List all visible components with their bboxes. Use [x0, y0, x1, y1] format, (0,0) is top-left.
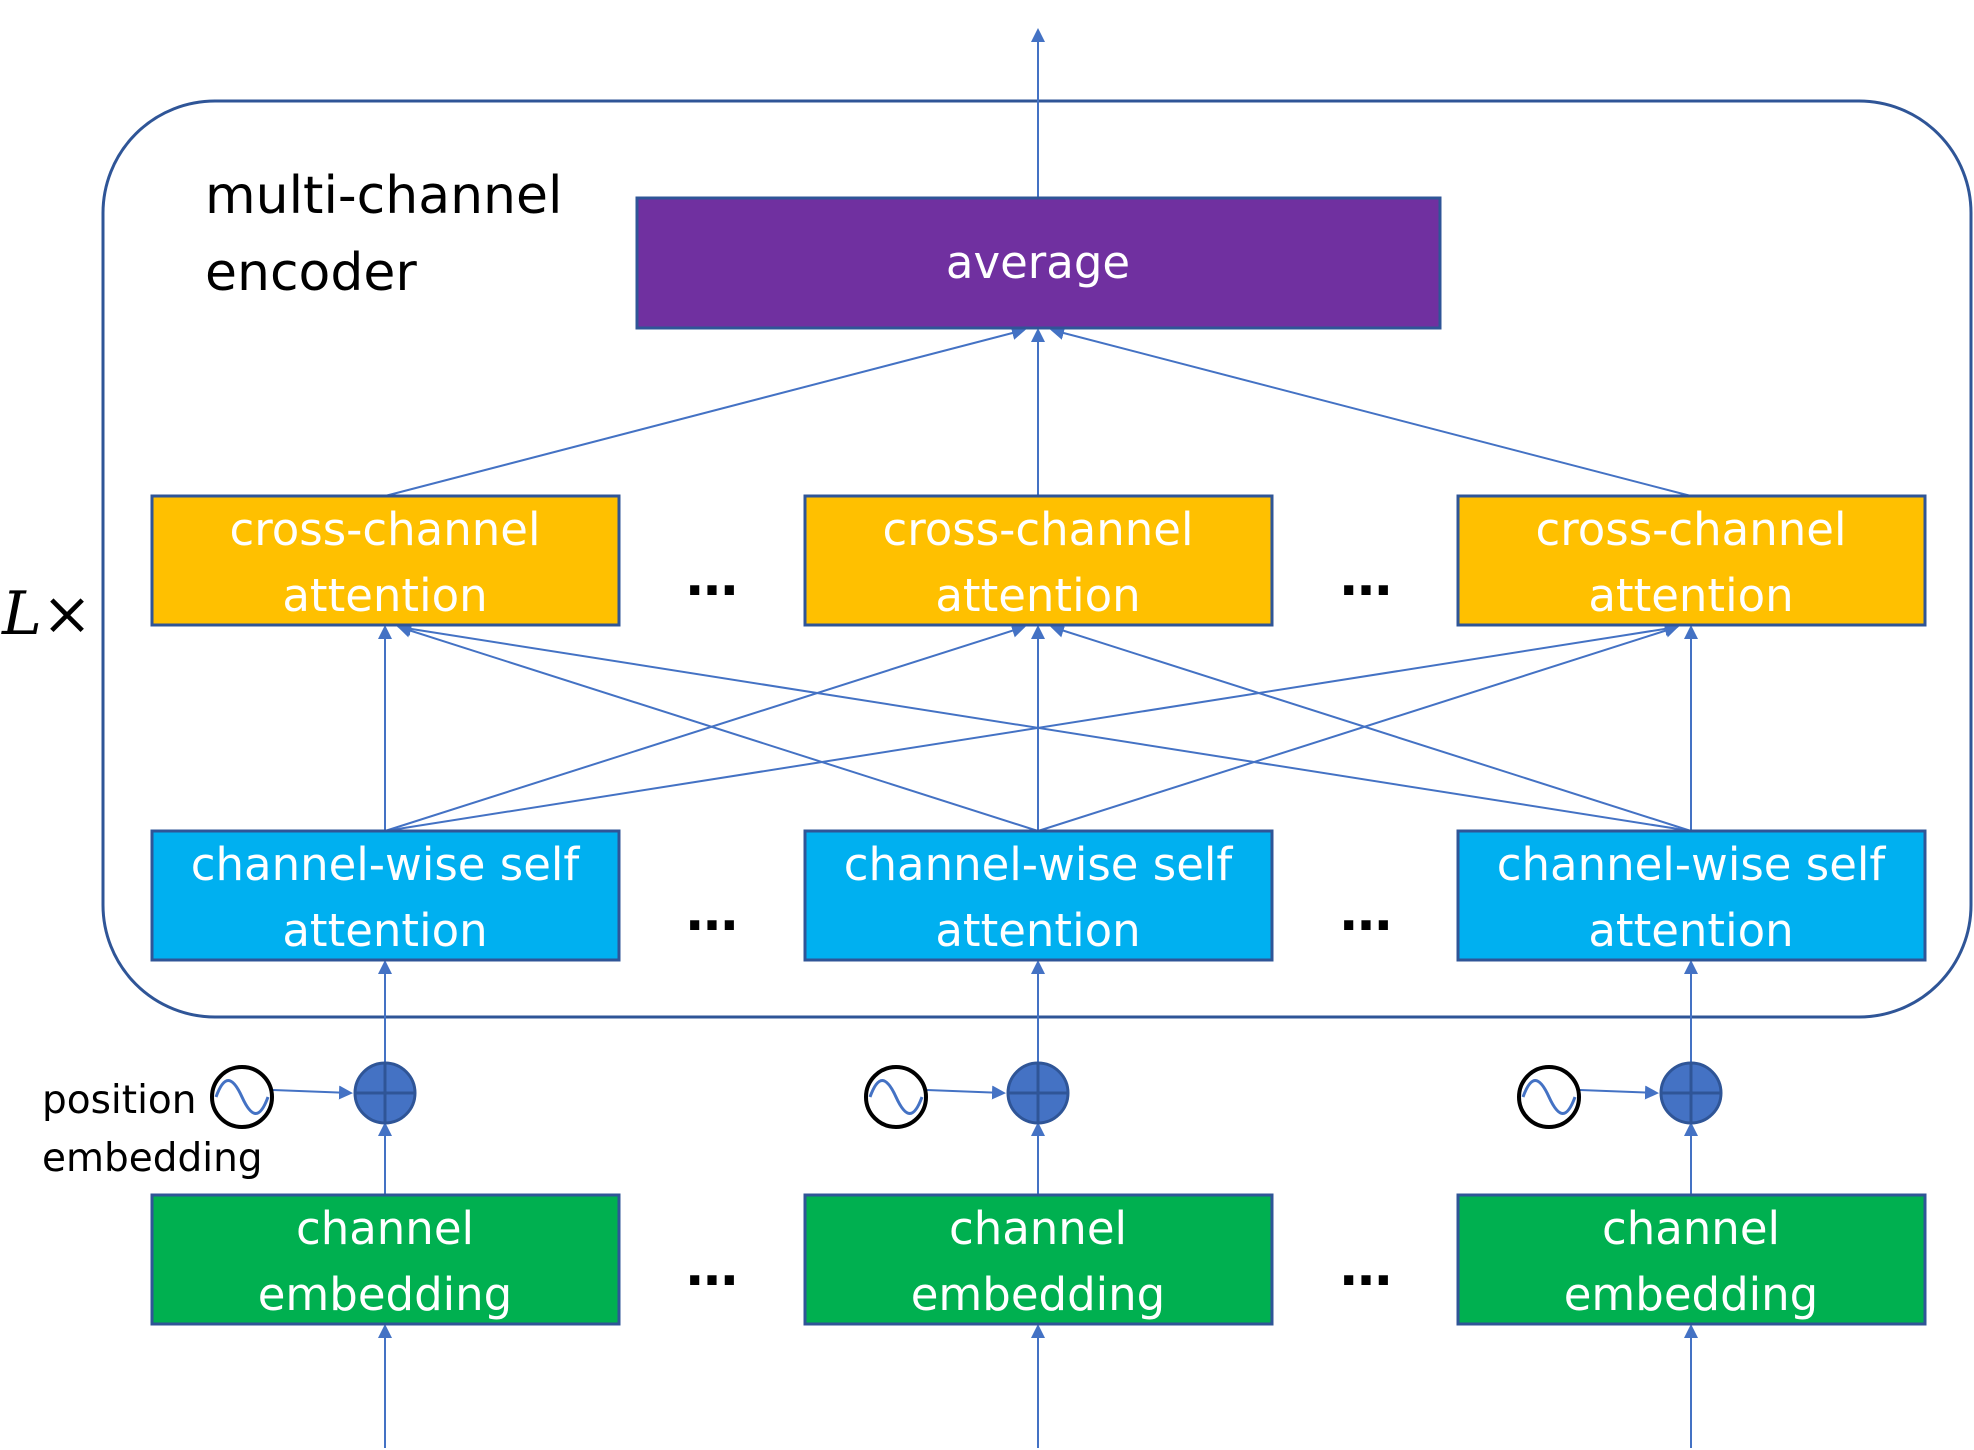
- embed-label-3-line2: embedding: [1564, 1268, 1819, 1321]
- cross-box-3: [1456, 494, 1927, 627]
- connectors: [272, 28, 1698, 1448]
- channel-embedding-block-3: channel embedding: [1456, 1193, 1927, 1326]
- cross-label-3-line2: attention: [1588, 569, 1793, 622]
- self-label-1-line1: channel-wise self: [191, 838, 581, 891]
- sine1-to-plus1: [272, 1085, 353, 1100]
- self-label-3-line1: channel-wise self: [1497, 838, 1887, 891]
- position-embedding-label-line2: embedding: [42, 1136, 263, 1181]
- embed-box-3: [1456, 1193, 1927, 1326]
- average-label: average: [946, 236, 1130, 289]
- self-label-1-line2: attention: [282, 904, 487, 957]
- sine3-to-plus3: [1579, 1085, 1659, 1100]
- cross-label-2-line1: cross-channel: [883, 503, 1194, 556]
- cross-channel-attention-block-3: cross-channel attention: [1456, 494, 1927, 627]
- channel-embedding-block-1: channel embedding: [150, 1193, 621, 1326]
- self2-to-cross1: [397, 623, 1039, 832]
- cross-label-1-line1: cross-channel: [230, 503, 541, 556]
- sine-wave-icon: [864, 1065, 928, 1129]
- embed-label-3-line1: channel: [1602, 1202, 1780, 1255]
- embed-label-2-line1: channel: [949, 1202, 1127, 1255]
- embed-box-1: [150, 1193, 621, 1326]
- self-label-2-line2: attention: [935, 904, 1140, 957]
- channel-embedding-block-2: channel embedding: [803, 1193, 1274, 1326]
- self1-to-cross2: [384, 623, 1026, 832]
- self-attention-block-1: channel-wise self attention: [150, 829, 621, 962]
- self-attention-block-2: channel-wise self attention: [803, 829, 1274, 962]
- ellipsis-embed-2: …: [1340, 1238, 1392, 1298]
- embed-box-2: [803, 1193, 1274, 1326]
- encoder-title-line1: multi-channel: [205, 166, 562, 226]
- self2-to-cross3: [1037, 623, 1679, 832]
- self-box-3: [1456, 829, 1927, 962]
- self-label-2-line1: channel-wise self: [844, 838, 1234, 891]
- embed-label-2-line2: embedding: [911, 1268, 1166, 1321]
- sine2-to-plus2: [926, 1085, 1006, 1100]
- ellipsis-self-2: …: [1340, 883, 1392, 943]
- embed-label-1-line2: embedding: [258, 1268, 513, 1321]
- encoder-title-line2: encoder: [205, 243, 417, 303]
- cross-label-3-line1: cross-channel: [1536, 503, 1847, 556]
- circle-plus-icon: [1659, 1061, 1723, 1125]
- ellipsis-cross-2: …: [1340, 548, 1392, 608]
- ellipsis-embed-1: …: [686, 1238, 738, 1298]
- self-box-2: [803, 829, 1274, 962]
- cross-box-2: [803, 494, 1274, 627]
- average-box: [635, 196, 1442, 330]
- repeat-label: L×: [1, 579, 92, 649]
- sine-wave-icon: [210, 1065, 274, 1129]
- circle-plus-icon: [353, 1061, 417, 1125]
- self-label-3-line2: attention: [1588, 904, 1793, 957]
- self1-to-cross3: [384, 621, 1679, 832]
- average-block: average: [635, 196, 1442, 330]
- cross-label-1-line2: attention: [282, 569, 487, 622]
- self-box-1: [150, 829, 621, 962]
- self3-to-cross1: [397, 621, 1692, 832]
- self3-to-cross2: [1050, 623, 1692, 832]
- cross-label-2-line2: attention: [935, 569, 1140, 622]
- sine-wave-icon: [1517, 1065, 1581, 1129]
- ellipsis-self-1: …: [686, 883, 738, 943]
- embed-label-1-line1: channel: [296, 1202, 474, 1255]
- cross-box-1: [150, 494, 621, 627]
- position-embedding-label-line1: position: [42, 1078, 196, 1123]
- self-attention-block-3: channel-wise self attention: [1456, 829, 1927, 962]
- cross-channel-attention-block-1: cross-channel attention: [150, 494, 621, 627]
- ellipsis-cross-1: …: [686, 548, 738, 608]
- cross-to-average-right: [1050, 326, 1692, 497]
- cross-to-average-left: [384, 326, 1026, 497]
- circle-plus-icon: [1006, 1061, 1070, 1125]
- cross-channel-attention-block-2: cross-channel attention: [803, 494, 1274, 627]
